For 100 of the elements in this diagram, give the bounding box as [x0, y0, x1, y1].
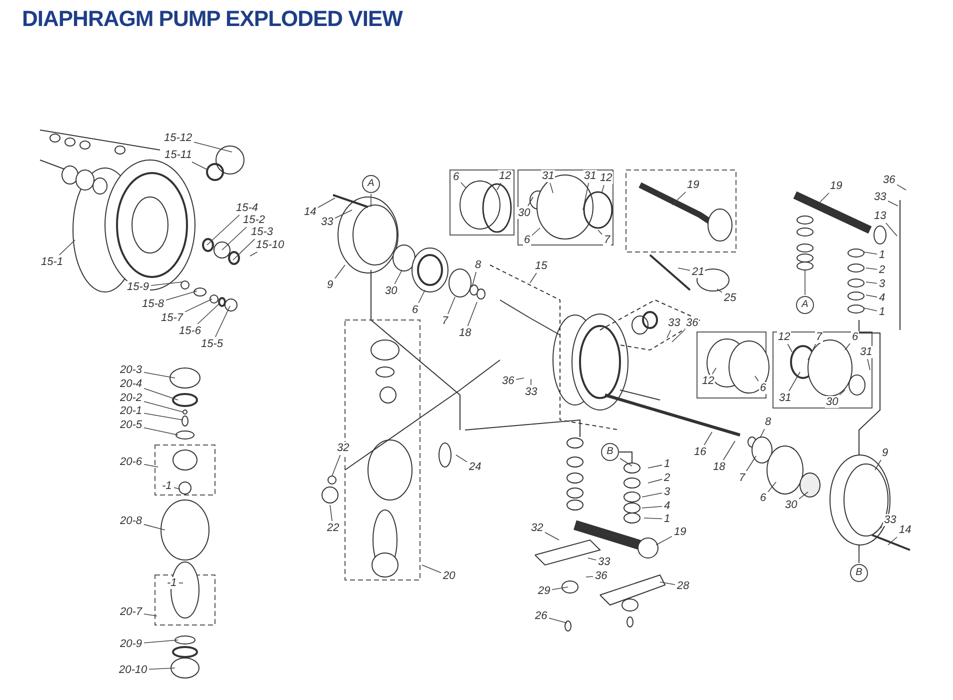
- callout-number: 15-7: [160, 312, 184, 324]
- leader-line: [456, 454, 468, 462]
- leader-line: [184, 298, 212, 312]
- callout-number: 6: [523, 234, 532, 246]
- callout-number: 19: [673, 526, 688, 538]
- leader-line: [394, 270, 402, 284]
- callout-number: 24: [468, 461, 482, 473]
- callout-number: 6: [759, 492, 768, 504]
- leader-line: [672, 192, 686, 206]
- reference-letter-circle: A: [796, 296, 814, 314]
- callout-number: 33: [597, 556, 612, 568]
- leader-line: [370, 194, 372, 208]
- callout-number: 19: [686, 179, 700, 191]
- leader-line: [144, 464, 158, 468]
- leader-line: [867, 358, 870, 370]
- leader-line: [678, 268, 690, 271]
- callout-number: 36: [594, 570, 608, 582]
- leader-line: [888, 536, 898, 546]
- leader-line: [150, 282, 182, 286]
- callout-number: 15-9: [126, 281, 150, 293]
- callout-number: 9: [881, 447, 890, 459]
- leader-line: [864, 308, 878, 312]
- leader-line: [222, 226, 247, 250]
- callout-number: 3: [878, 278, 886, 290]
- leader-line: [174, 487, 180, 490]
- leader-line: [334, 210, 352, 219]
- leader-line: [656, 536, 672, 546]
- leader-line: [768, 482, 776, 492]
- leader-line: [746, 456, 756, 472]
- leader-line: [716, 288, 722, 293]
- leader-line: [467, 302, 478, 326]
- leader-line: [418, 290, 426, 304]
- callout-number: 15-4: [235, 202, 260, 214]
- callout-number: 6: [411, 304, 420, 316]
- leader-line: [896, 184, 906, 190]
- leader-line: [528, 196, 534, 206]
- leader-line: [660, 582, 676, 585]
- callout-number: 4: [663, 500, 672, 512]
- leader-line: [206, 214, 240, 246]
- callout-number: 36: [501, 375, 516, 387]
- callout-number: 31: [541, 170, 556, 182]
- leader-line: [808, 344, 816, 360]
- leader-line: [620, 458, 632, 466]
- leader-line: [602, 184, 604, 192]
- leader-line: [144, 388, 178, 400]
- reference-letter-circle: B: [601, 443, 619, 461]
- leader-line: [166, 290, 198, 301]
- leader-line: [144, 524, 166, 530]
- callout-number: 15-5: [200, 338, 224, 350]
- leader-line: [550, 182, 554, 194]
- leader-line: [472, 272, 476, 288]
- leader-line: [318, 198, 336, 208]
- callout-number: 7: [603, 234, 612, 246]
- callout-number: 19: [829, 180, 844, 192]
- leader-line: [250, 252, 258, 256]
- callout-number: 30: [384, 285, 398, 297]
- leader-line: [530, 378, 532, 386]
- leader-line: [544, 532, 560, 540]
- callout-number: 4: [878, 292, 886, 304]
- callout-number: 12: [498, 170, 512, 182]
- leader-line: [722, 440, 736, 460]
- callout-number: 21: [691, 266, 706, 278]
- leader-line: [804, 270, 806, 296]
- leader-line: [872, 526, 882, 536]
- leader-line: [888, 200, 898, 206]
- callout-number: 1: [878, 306, 886, 318]
- callout-number: 18: [712, 461, 726, 473]
- leader-line: [582, 182, 589, 210]
- leader-line: [588, 558, 596, 560]
- leader-line: [672, 330, 686, 342]
- callout-number: 33: [524, 386, 538, 398]
- leader-line: [144, 640, 178, 644]
- leader-line: [530, 272, 537, 284]
- callout-number: 26: [534, 610, 548, 622]
- callout-number: 15-2: [242, 214, 266, 226]
- callout-number: 31: [859, 346, 874, 358]
- callout-number: 20-2: [119, 392, 144, 404]
- callout-number: 20-5: [119, 419, 144, 431]
- reference-letter-circle: A: [362, 175, 380, 193]
- leader-line: [496, 182, 502, 190]
- callout-number: 20-10: [118, 664, 148, 676]
- leader-line: [192, 162, 208, 170]
- reference-letter-circle: B: [850, 564, 868, 582]
- leader-line: [858, 550, 860, 564]
- callout-number: -1: [161, 480, 173, 492]
- callout-number: 15-11: [164, 149, 193, 161]
- callout-number: 9: [326, 279, 334, 291]
- leader-line: [798, 492, 808, 500]
- leader-line: [144, 412, 184, 420]
- callout-number: 20-7: [119, 606, 144, 618]
- leader-line: [144, 401, 184, 412]
- leader-line: [644, 518, 662, 520]
- leader-line: [516, 378, 524, 380]
- leader-line: [839, 390, 846, 396]
- callout-number: 15-8: [141, 298, 166, 310]
- leader-line: [330, 504, 332, 522]
- callout-number: 8: [764, 416, 772, 428]
- leader-line: [886, 222, 898, 236]
- callout-number: 1: [878, 249, 886, 261]
- callout-number: 3: [663, 486, 672, 498]
